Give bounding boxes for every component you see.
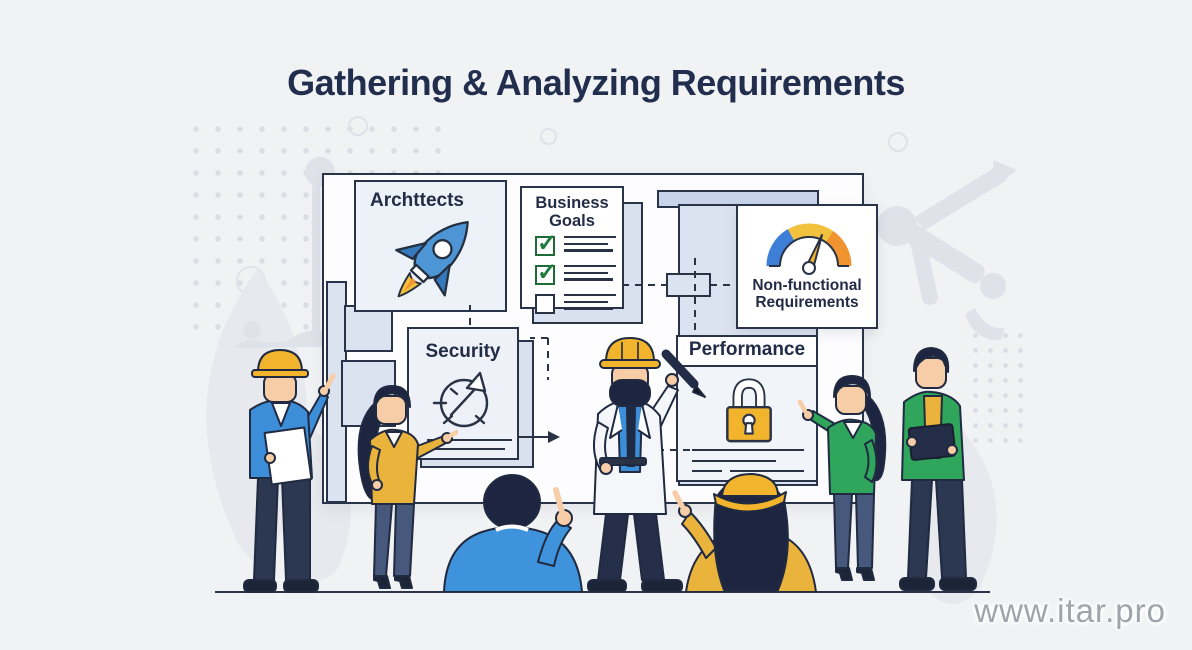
text-lines-icon: [564, 265, 616, 285]
card-business-goals: Business Goals: [520, 186, 624, 315]
checkbox-icon: [535, 258, 557, 287]
text-line: [427, 448, 505, 451]
figure-woman-presenting-performance: [797, 375, 887, 581]
page-title: Gathering & Analyzing Requirements: [287, 62, 905, 103]
whiteboard: Archttects Business Goals: [322, 173, 878, 504]
gauge-icon: [766, 223, 852, 275]
padlock-icon: [726, 378, 772, 443]
checkbox-icon: [535, 229, 557, 258]
text-lines-icon: [564, 236, 616, 256]
text-line: [692, 460, 776, 463]
figure-seated-man: [443, 474, 583, 592]
card-non-functional: Non-functional Requirements: [736, 204, 878, 329]
checklist-item: [535, 258, 616, 287]
floor-line: [215, 591, 990, 593]
text-line: [427, 439, 512, 442]
card-performance: Performance: [676, 335, 818, 482]
figure-seated-woman-hard-hat: [672, 473, 817, 592]
non-functional-label: Non-functional Requirements: [738, 277, 876, 311]
watermark: www.itar.pro: [974, 592, 1166, 629]
figure-woman-presenting-security: [357, 385, 458, 589]
non-functional-label-line2: Requirements: [755, 293, 859, 311]
architects-label: Archttects: [370, 190, 464, 211]
checklist-item: [535, 294, 616, 315]
checklist: [535, 229, 616, 323]
card-architects: Archttects: [354, 180, 507, 312]
card-security: Security: [407, 327, 519, 460]
text-line: [692, 470, 722, 473]
circle-decoration-2: [540, 128, 557, 145]
figure-engineer-with-clipboard: [243, 349, 336, 593]
text-line: [730, 470, 804, 473]
compass-arrow-icon: [432, 371, 489, 428]
circle-decoration-1: [348, 116, 368, 136]
checkbox-icon: [535, 294, 555, 315]
checklist-item: [535, 229, 616, 258]
security-label: Security: [425, 341, 501, 362]
text-line: [692, 449, 804, 452]
dot-grid-right: [968, 328, 1032, 452]
robot-arm-silhouette: [877, 160, 1017, 341]
performance-label: Performance: [688, 339, 806, 360]
panel-small-1: [344, 305, 393, 352]
performance-title-bar: Performance: [678, 337, 816, 367]
non-functional-label-line1: Non-functional: [752, 277, 862, 294]
business-goals-label: Business Goals: [535, 194, 609, 230]
rocket-icon: [395, 221, 469, 298]
figure-man-with-tablet: [899, 347, 977, 591]
circle-decoration-3: [888, 132, 908, 152]
text-lines-icon: [564, 294, 616, 314]
